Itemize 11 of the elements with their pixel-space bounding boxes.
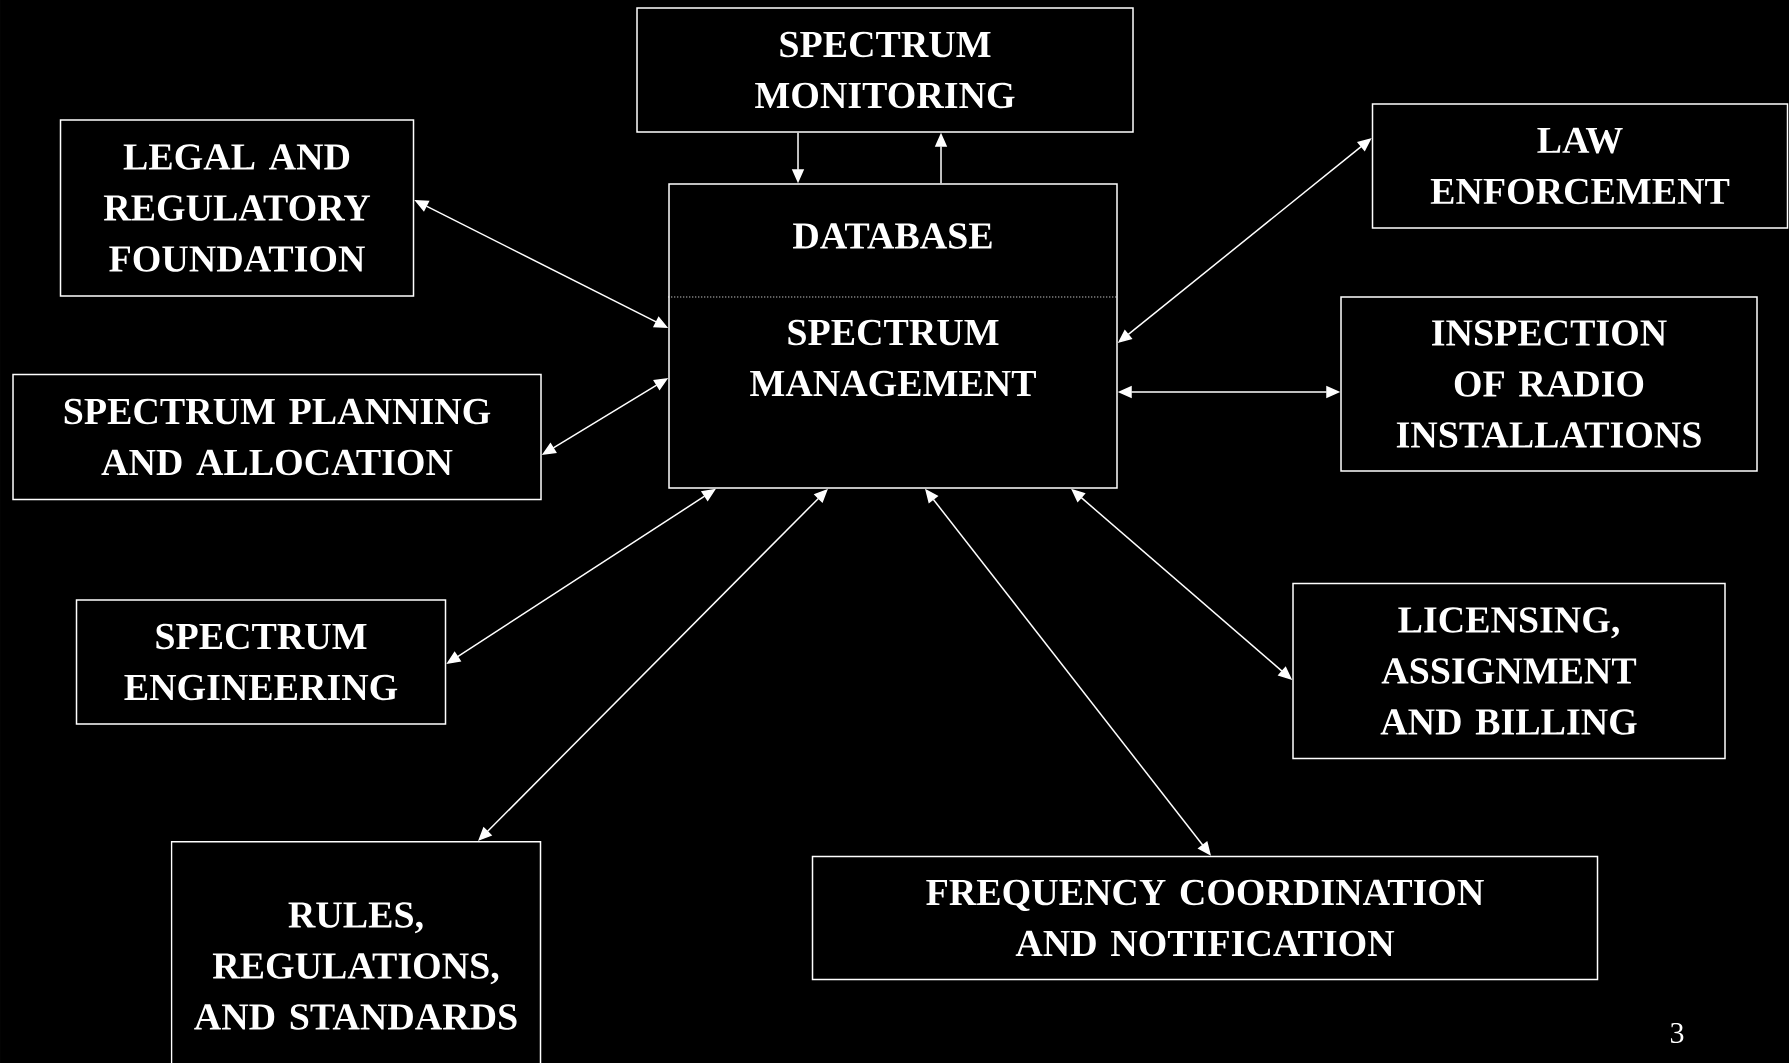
- process-box: INSPECTION OF RADIO INSTALLATIONS: [1340, 296, 1758, 472]
- process-box: LEGAL AND REGULATORY FOUNDATION: [59, 119, 415, 297]
- process-box: LICENSING, ASSIGNMENT AND BILLING: [1292, 582, 1726, 760]
- process-box: SPECTRUM PLANNING AND ALLOCATION: [12, 373, 542, 501]
- process-box: LAW ENFORCEMENT: [1371, 103, 1789, 229]
- page-number: 3: [1670, 1022, 1684, 1044]
- process-box: FREQUENCY COORDINATION AND NOTIFICATION: [811, 855, 1599, 981]
- process-box: SPECTRUM MONITORING: [636, 7, 1134, 133]
- process-box: SPECTRUM ENGINEERING: [75, 599, 447, 725]
- database-box: DATABASE SPECTRUM MANAGEMENT: [667, 183, 1119, 489]
- process-box: RULES, REGULATIONS, AND STANDARDS: [170, 841, 542, 1063]
